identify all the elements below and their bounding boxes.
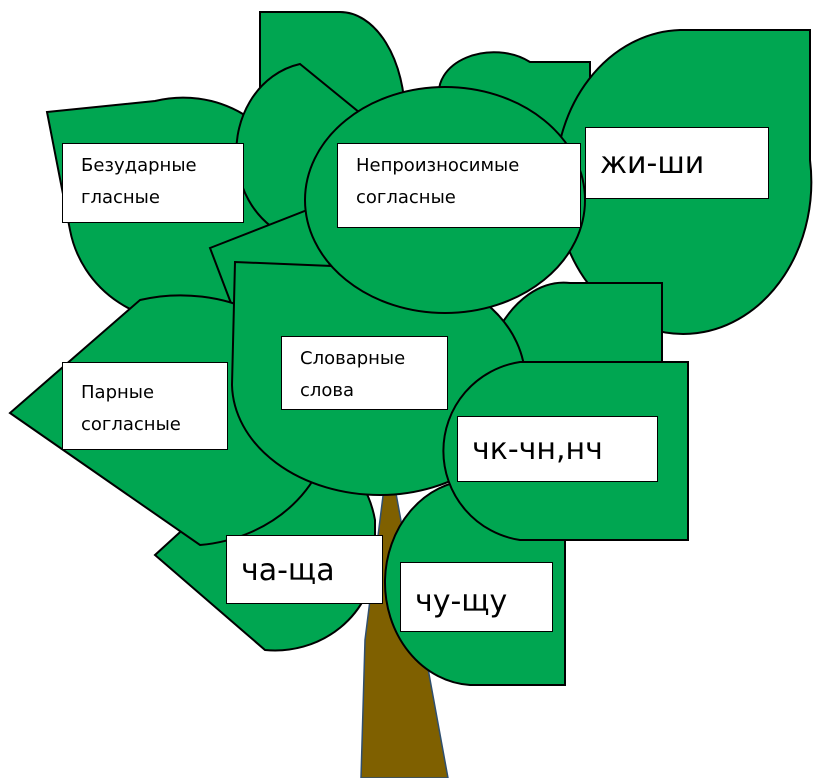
label-line: слова <box>300 380 355 401</box>
label-line: жи-ши <box>600 146 705 181</box>
label-zhi-shi: жи-ши <box>585 127 769 199</box>
label-line: Безударные <box>81 155 197 176</box>
label-dictionary-words: Словарные слова <box>281 336 448 410</box>
label-line: чк-чн,нч <box>472 432 603 467</box>
label-line: чу-щу <box>415 584 508 619</box>
label-cha-shcha: ча-ща <box>226 535 383 604</box>
label-line: согласные <box>356 187 456 208</box>
label-paired-consonants: Парные согласные <box>62 362 228 450</box>
label-line: согласные <box>81 414 181 435</box>
label-unpronounceable-consonants: Непроизносимые согласные <box>337 143 581 228</box>
label-line: гласные <box>81 187 160 208</box>
label-line: Непроизносимые <box>356 155 520 176</box>
label-line: Словарные <box>300 348 406 369</box>
label-line: Парные <box>81 382 155 403</box>
label-chu-shchu: чу-щу <box>400 562 553 632</box>
label-line: ча-ща <box>241 553 335 588</box>
label-unstressed-vowels: Безударные гласные <box>62 143 244 223</box>
label-chk-chn-nch: чк-чн,нч <box>457 416 658 482</box>
